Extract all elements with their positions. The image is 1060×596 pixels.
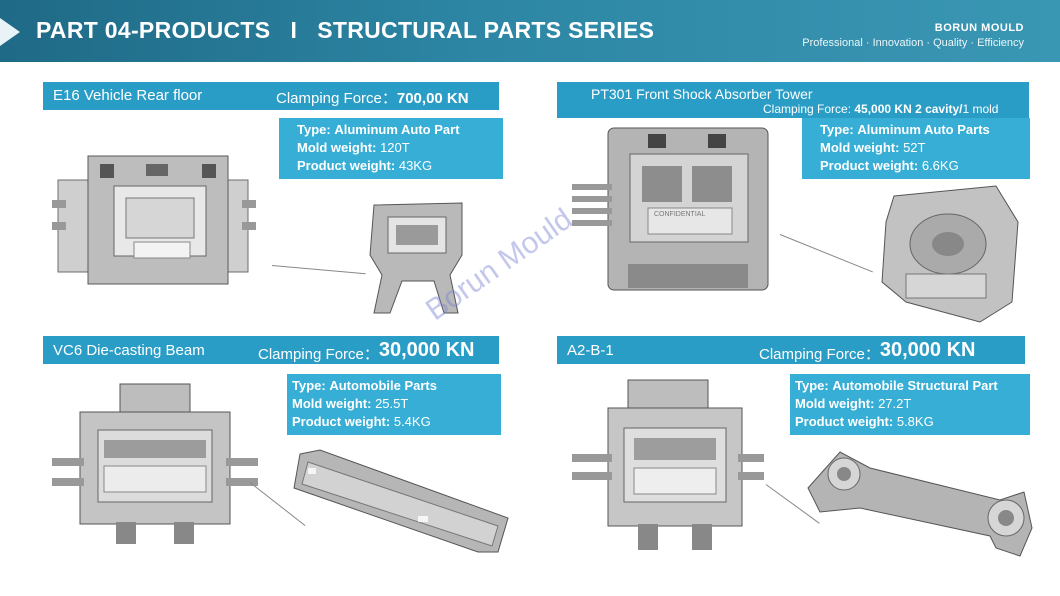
clamping-force-value: 30,000 KN	[378, 339, 475, 361]
product-name: PT301 Front Shock Absorber Tower	[591, 86, 813, 102]
clamping-force-value: 45,000 KN 2 cavity/	[854, 102, 963, 116]
product-image-pt301	[881, 185, 1019, 323]
clamping-force-label: Clamping Force:	[763, 102, 852, 116]
mold-image-pt301: CONFIDENTIAL	[572, 127, 769, 291]
spec-box-a2b1: Type: Automobile Structural Part Mold we…	[790, 374, 1030, 435]
clamping-force-label: Clamping Force：	[759, 346, 880, 363]
clamping-force-value: 30,000 KN	[879, 339, 976, 361]
product-name: E16 Vehicle Rear floor	[53, 87, 203, 104]
clamping-force-suffix: 1 mold	[962, 102, 999, 116]
product-bar-vc6: VC6 Die-casting Beam Clamping Force：30,0…	[43, 336, 499, 364]
clamping-force-label: Clamping Force：	[276, 90, 397, 107]
product-bar-a2b1: A2-B-1 Clamping Force：30,000 KN	[557, 336, 1025, 364]
brand-name: BORUN MOULD	[934, 22, 1024, 34]
mold-image-e16	[52, 155, 256, 285]
clamping-force-value: 700,00 KN	[396, 90, 469, 107]
product-image-a2b1	[807, 451, 1033, 557]
page-title: PART 04-PRODUCTS I STRUCTURAL PARTS SERI…	[36, 17, 655, 43]
mold-image-vc6	[52, 383, 258, 544]
spec-box-pt301: Type: Aluminum Auto Parts Mold weight: 5…	[802, 118, 1030, 179]
product-name: VC6 Die-casting Beam	[53, 342, 205, 359]
spec-product-weight: Product weight: 6.6KG	[820, 158, 959, 173]
clamping-force: Clamping Force：30,000 KN	[759, 339, 976, 365]
spec-box-e16: Type: Aluminum Auto Part Mold weight: 12…	[279, 118, 503, 179]
spec-mold-weight: Mold weight: 52T	[820, 140, 926, 155]
clamping-force: Clamping Force：700,00 KN	[276, 87, 469, 108]
product-image-e16	[369, 202, 463, 314]
spec-type: Type: Aluminum Auto Parts	[820, 122, 990, 137]
product-name: A2-B-1	[567, 342, 614, 359]
spec-type: Type: Automobile Parts	[292, 378, 437, 393]
product-bar-pt301: PT301 Front Shock Absorber Tower Clampin…	[557, 82, 1029, 118]
mold-image-a2b1	[572, 379, 764, 550]
spec-mold-weight: Mold weight: 27.2T	[795, 396, 912, 411]
spec-product-weight: Product weight: 5.8KG	[795, 414, 934, 429]
spec-type: Type: Aluminum Auto Part	[297, 122, 460, 137]
product-image-vc6	[293, 449, 509, 553]
spec-type: Type: Automobile Structural Part	[795, 378, 998, 393]
page-header: PART 04-PRODUCTS I STRUCTURAL PARTS SERI…	[0, 0, 1060, 62]
spec-product-weight: Product weight: 5.4KG	[292, 414, 431, 429]
brand-block: BORUN MOULD Professional · Innovation · …	[802, 22, 1024, 49]
callout-line	[779, 234, 873, 273]
spec-mold-weight: Mold weight: 120T	[297, 140, 410, 155]
mold-stamp: CONFIDENTIAL	[654, 211, 705, 218]
spec-mold-weight: Mold weight: 25.5T	[292, 396, 409, 411]
clamping-force-label: Clamping Force：	[258, 346, 379, 363]
spec-box-vc6: Type: Automobile Parts Mold weight: 25.5…	[287, 374, 501, 435]
clamping-force: Clamping Force：30,000 KN	[258, 339, 475, 365]
callout-line	[271, 265, 366, 275]
spec-product-weight: Product weight: 43KG	[297, 158, 433, 173]
header-arrow-notch	[0, 18, 20, 46]
clamping-force: Clamping Force: 45,000 KN 2 cavity/1 mol…	[763, 102, 998, 116]
brand-tagline: Professional · Innovation · Quality · Ef…	[802, 37, 1024, 49]
product-bar-e16: E16 Vehicle Rear floor Clamping Force：70…	[43, 82, 499, 110]
